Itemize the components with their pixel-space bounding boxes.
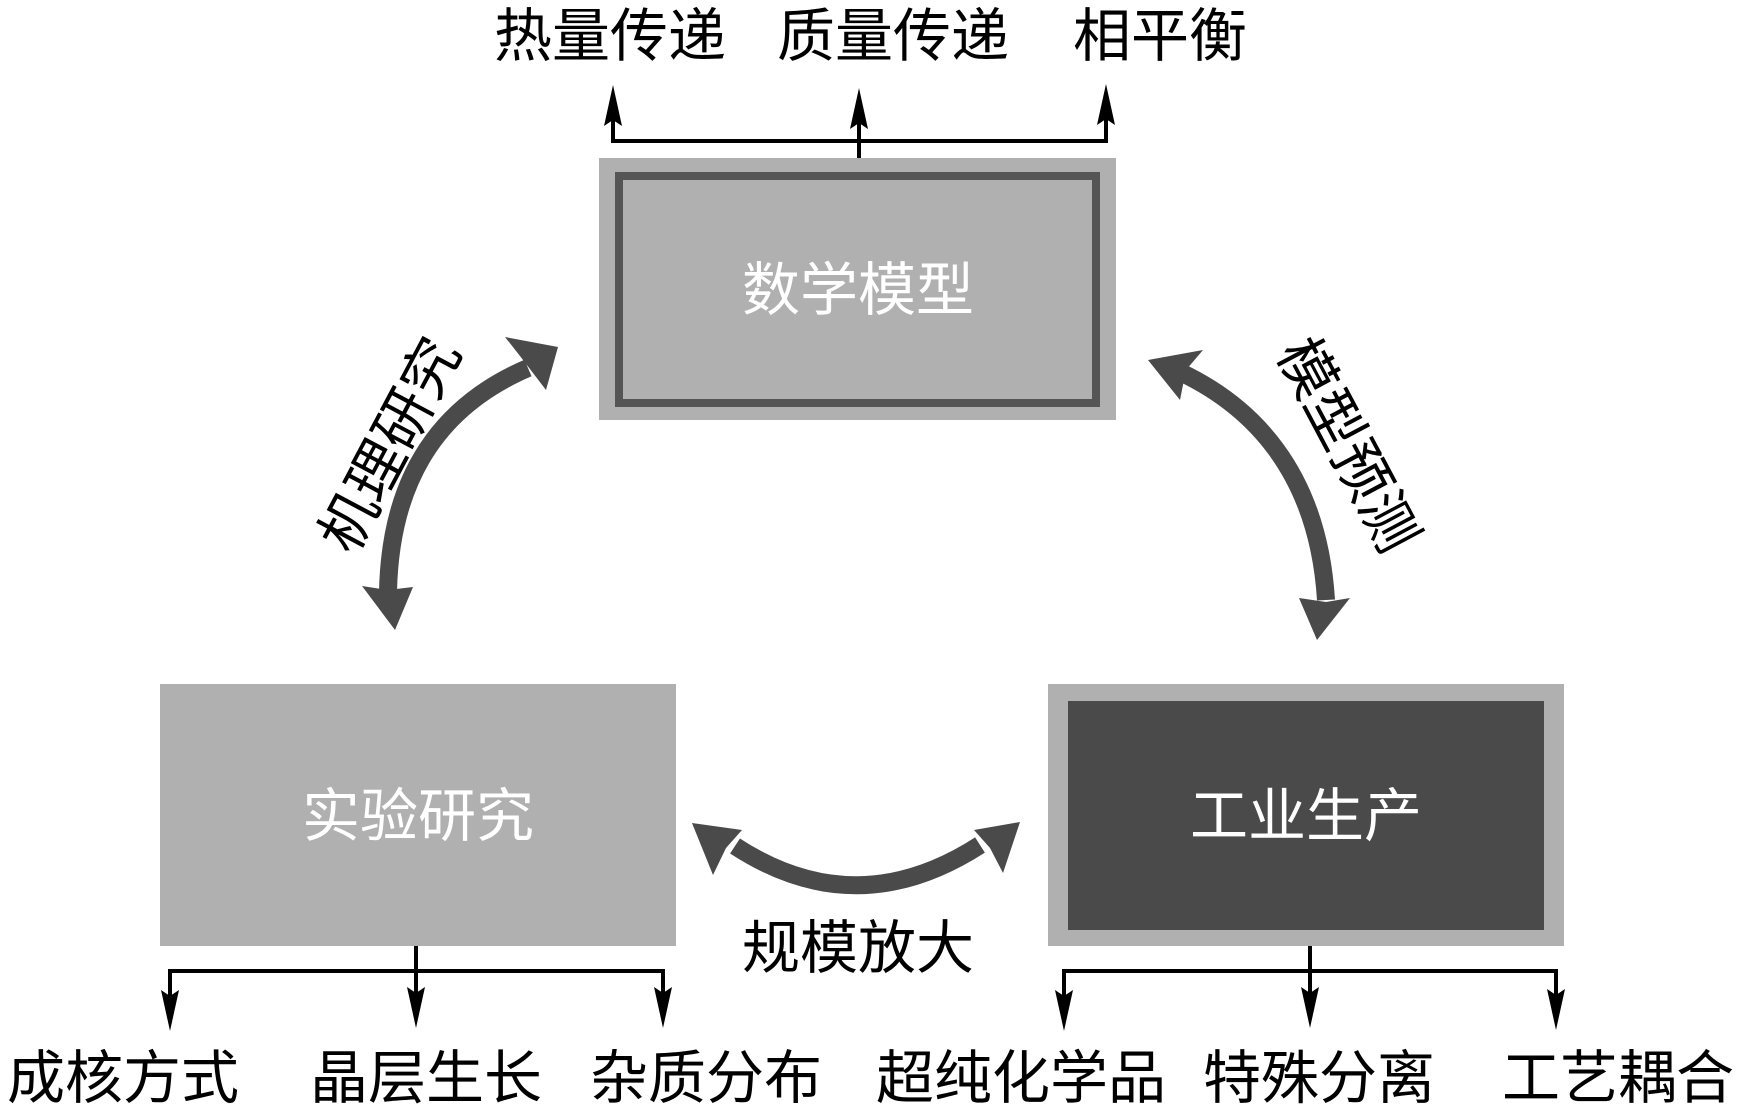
arc-shaft	[379, 359, 532, 593]
output-ultrapure-chemicals: 超纯化学品	[876, 1044, 1166, 1112]
output-process-coupling: 工艺耦合	[1502, 1044, 1734, 1112]
math-model-label: 数学模型	[742, 256, 974, 324]
arrowhead-icon	[974, 822, 1020, 873]
arrowhead-up-icon	[850, 88, 868, 129]
arrowhead-down-icon	[654, 987, 672, 1028]
output-phase-equilibrium: 相平衡	[1073, 2, 1247, 70]
output-crystal-layer-growth: 晶层生长	[310, 1044, 542, 1112]
arrowhead-down-icon	[407, 987, 425, 1028]
output-impurity-distribution: 杂质分布	[590, 1044, 822, 1112]
math-model-node: 数学模型	[599, 158, 1116, 420]
experiment-label: 实验研究	[302, 782, 534, 850]
arrowhead-icon	[1299, 598, 1350, 640]
math-model-branch-arrowheads	[604, 84, 1115, 129]
experiment-box	[160, 684, 676, 946]
arrowhead-up-icon	[604, 85, 622, 126]
scale-up-label: 规模放大	[742, 914, 974, 982]
arrowhead-down-icon	[1301, 987, 1319, 1028]
arc-shaft	[1176, 363, 1335, 601]
model-prediction-arrow	[1148, 350, 1350, 640]
industry-node: 工业生产	[1048, 684, 1564, 946]
arrowhead-up-icon	[1097, 84, 1115, 125]
industry-label: 工业生产	[1190, 782, 1422, 850]
arrowhead-icon	[505, 337, 558, 390]
arrowhead-icon	[1148, 350, 1203, 400]
scale-up-arrow	[692, 822, 1020, 895]
experiment-node: 实验研究	[160, 684, 676, 946]
industry-box-inner	[1068, 701, 1544, 930]
output-nucleation-mode: 成核方式	[7, 1044, 239, 1112]
arc-shaft	[730, 837, 985, 895]
output-heat-transfer: 热量传递	[494, 2, 726, 70]
output-special-separation: 特殊分离	[1203, 1044, 1435, 1112]
output-mass-transfer: 质量传递	[777, 2, 1009, 70]
arrowhead-down-icon	[1547, 989, 1565, 1030]
arrowhead-icon	[362, 586, 413, 630]
experiment-branch-arrowheads	[161, 987, 672, 1031]
arrowhead-icon	[692, 823, 742, 875]
math-model-box-border	[615, 172, 1100, 407]
arrowhead-down-icon	[161, 990, 179, 1031]
industry-branch-arrowheads	[1055, 987, 1565, 1031]
arrowhead-down-icon	[1055, 990, 1073, 1031]
model-prediction-label: 模型预测	[1264, 327, 1433, 564]
mechanism-research-arrow	[362, 337, 558, 630]
